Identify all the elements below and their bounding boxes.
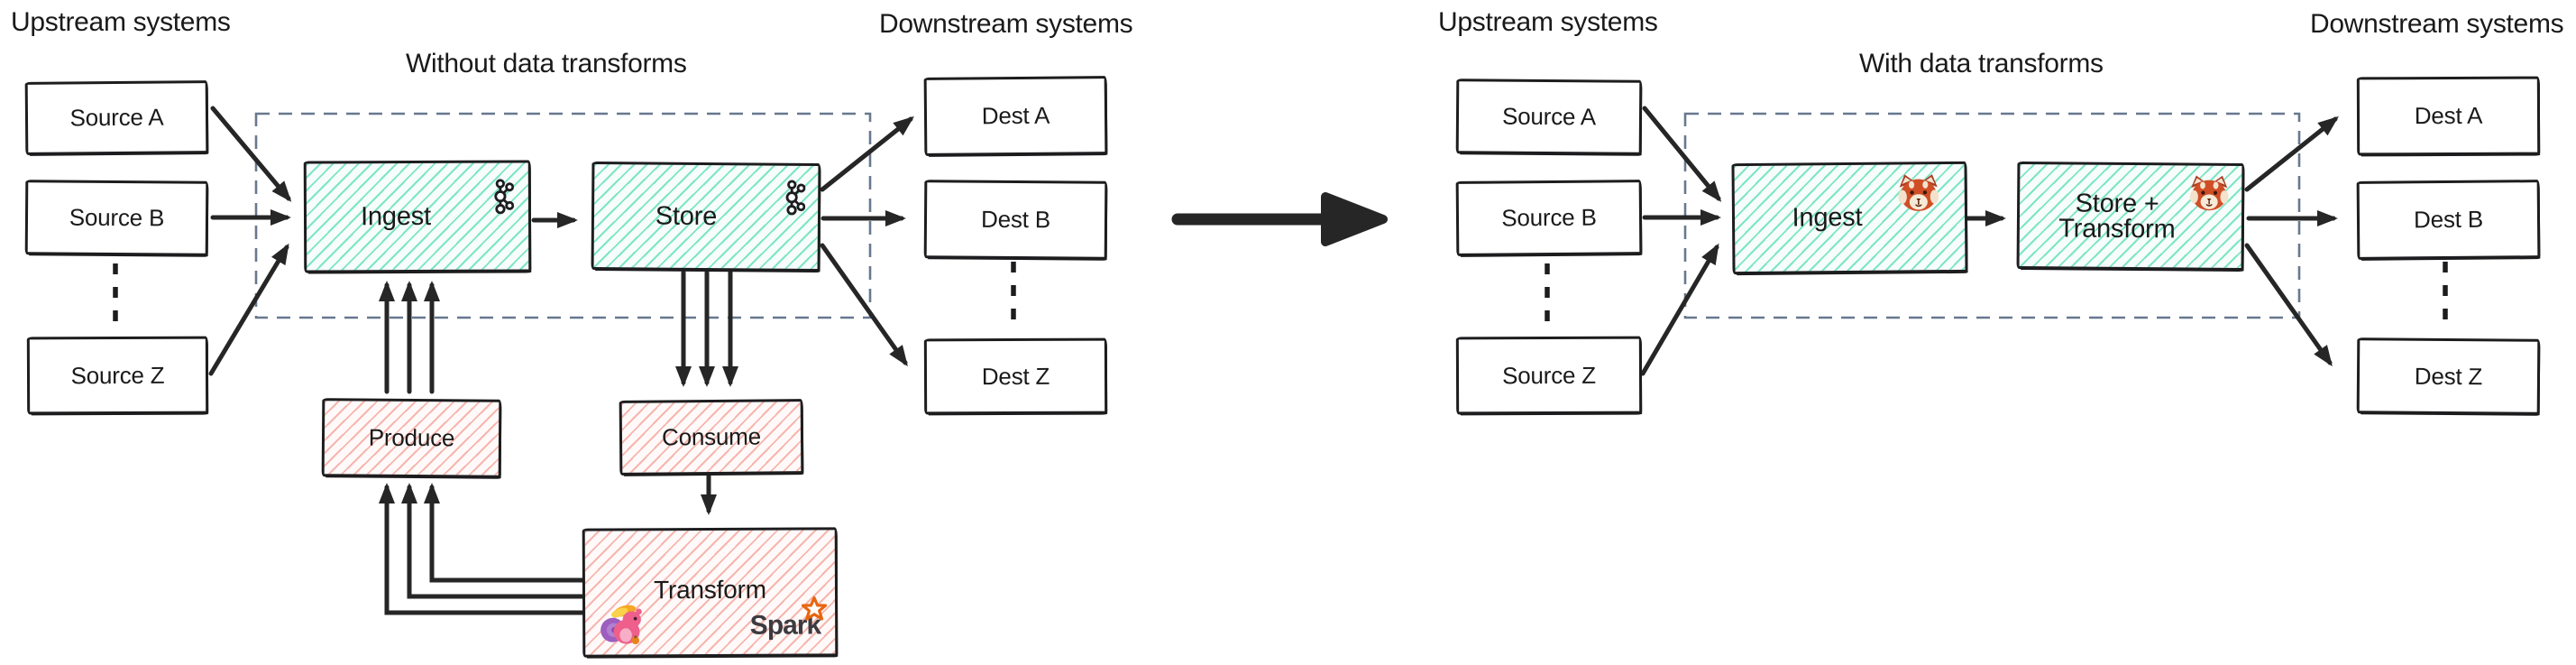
arrow-transform-to-produce-2 [401, 483, 589, 599]
right-dest-b-node: Dest B [2356, 180, 2541, 260]
right-store-transform-node: Store + Transform [2016, 162, 2245, 271]
left-source-b-node: Source B [24, 180, 209, 256]
transform-node: Transform Spark [582, 527, 839, 658]
left-dest-a-label: Dest A [981, 101, 1050, 130]
left-dest-a-node: Dest A [923, 76, 1108, 156]
left-source-z-node: Source Z [26, 336, 209, 415]
store-transform-label-line2: Transform [2058, 213, 2176, 244]
right-diagram-title: With data transforms [1859, 49, 2104, 79]
spark-logo: Spark [750, 596, 828, 641]
right-dest-b-label: Dest B [2413, 205, 2484, 234]
arrow-left-source-z-to-ingest [208, 243, 289, 376]
left-dest-b-node: Dest B [923, 180, 1108, 260]
right-upstream-label: Upstream systems [1438, 7, 1658, 37]
right-source-b-node: Source B [1455, 180, 1643, 256]
store-transform-label-line1: Store + [2075, 189, 2159, 218]
left-dest-b-label: Dest B [980, 205, 1051, 234]
left-store-node: Store [591, 162, 821, 272]
right-source-z-node: Source Z [1455, 336, 1643, 415]
right-source-a-label: Source A [1501, 102, 1597, 131]
right-ingest-node: Ingest [1731, 161, 1968, 275]
left-source-b-label: Source B [69, 203, 165, 232]
left-dest-z-label: Dest Z [981, 362, 1050, 390]
ellipsis-separators [113, 262, 2448, 330]
produce-node: Produce [321, 398, 502, 478]
arrow-transform-to-produce-3 [379, 483, 589, 615]
left-source-a-label: Source A [69, 103, 164, 132]
left-diagram-title: Without data transforms [406, 49, 687, 79]
right-ingest-label: Ingest [1792, 202, 1863, 233]
left-downstream-label: Downstream systems [879, 9, 1133, 39]
flink-squirrel-icon [600, 602, 646, 647]
right-dest-z-label: Dest Z [2414, 362, 2483, 390]
arrow-left-source-a-to-ingest [210, 106, 292, 202]
left-source-a-node: Source A [24, 80, 209, 155]
left-store-label: Store [655, 201, 718, 231]
consume-label: Consume [661, 422, 762, 451]
arrow-right-store-to-dest-z [2244, 243, 2333, 367]
arrow-left-store-to-dest-a [820, 115, 914, 192]
consume-node: Consume [619, 399, 804, 476]
transition-arrow-head [1321, 192, 1388, 246]
left-dest-z-node: Dest Z [923, 337, 1108, 415]
left-source-z-label: Source Z [70, 361, 165, 389]
redpanda-icon [2189, 175, 2229, 211]
kafka-icon [778, 179, 806, 217]
left-ingest-label: Ingest [361, 201, 431, 231]
right-dest-z-node: Dest Z [2356, 337, 2541, 415]
arrow-right-store-to-dest-a [2244, 115, 2339, 192]
arrow-right-source-z-to-ingest [1640, 243, 1719, 376]
arrow-left-store-to-dest-z [820, 243, 908, 367]
arrow-right-source-a-to-ingest [1642, 106, 1722, 202]
right-source-a-node: Source A [1455, 79, 1643, 155]
left-arrows [208, 106, 914, 615]
produce-label: Produce [368, 423, 455, 452]
right-dest-a-label: Dest A [2414, 101, 2483, 130]
right-source-z-label: Source Z [1501, 361, 1597, 389]
kafka-icon [487, 178, 515, 216]
arrow-transform-to-produce-1 [424, 483, 589, 583]
right-arrows [1640, 106, 2339, 376]
transform-label: Transform [654, 575, 766, 605]
left-upstream-label: Upstream systems [11, 7, 231, 37]
right-source-b-label: Source B [1501, 203, 1597, 232]
left-ingest-node: Ingest [303, 160, 532, 273]
right-dest-a-node: Dest A [2356, 76, 2541, 156]
redpanda-icon [1898, 173, 1939, 211]
transition-arrow [1171, 192, 1388, 246]
right-downstream-label: Downstream systems [2310, 9, 2564, 39]
spark-star-icon [801, 596, 828, 623]
